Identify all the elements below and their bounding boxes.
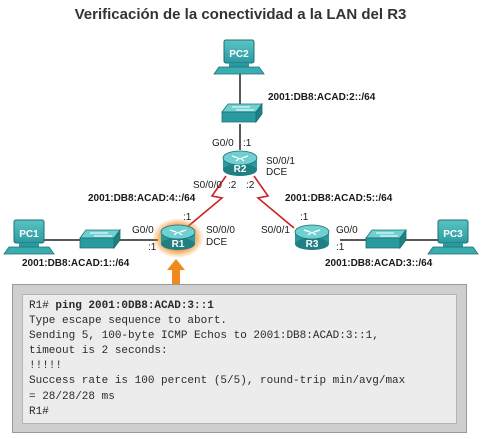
switch-lan3-icon — [365, 228, 407, 250]
r2-g00-host: :1 — [243, 138, 252, 149]
router-r3-icon[interactable]: R3 — [294, 224, 330, 250]
cli-console-output[interactable]: R1# ping 2001:0DB8:ACAD:3::1 Type escape… — [22, 294, 457, 424]
arrow-up-icon — [167, 259, 185, 284]
r3-s001-port: S0/0/1 — [261, 225, 290, 236]
diagram-title: Verificación de la conectividad a la LAN… — [74, 6, 407, 23]
pc3-icon[interactable]: PC3 — [427, 219, 479, 255]
r2-s001-dce: DCE — [266, 167, 287, 178]
pc2-label: PC2 — [229, 49, 249, 60]
r1-label: R1 — [172, 239, 185, 250]
r1-g00-host: :1 — [148, 242, 157, 253]
cli-console-panel: R1# ping 2001:0DB8:ACAD:3::1 Type escape… — [12, 284, 467, 433]
cli-response: Type escape sequence to abort. Sending 5… — [29, 315, 406, 418]
router-r2-icon[interactable]: R2 — [222, 150, 258, 176]
router-r1-icon[interactable]: R1 — [152, 218, 204, 258]
r2-s001-port: S0/0/1 — [266, 156, 295, 167]
r2-s001-host: :2 — [246, 180, 255, 191]
r2-g00-port: G0/0 — [212, 138, 234, 149]
network-topology: PC2 R2 PC1 R1 — [3, 39, 479, 284]
r2-s000-host: :2 — [228, 180, 237, 191]
network-label-lan2: 2001:DB8:ACAD:2::/64 — [268, 92, 376, 103]
r1-s000-dce: DCE — [206, 237, 227, 248]
pc1-icon[interactable]: PC1 — [3, 219, 55, 255]
network-label-lan3: 2001:DB8:ACAD:3::/64 — [325, 258, 433, 269]
pc1-label: PC1 — [19, 229, 39, 240]
pc2-icon[interactable]: PC2 — [213, 39, 265, 75]
cli-prompt: R1# — [29, 300, 56, 312]
r1-s000-host: :1 — [183, 212, 192, 223]
network-label-wan4: 2001:DB8:ACAD:4::/64 — [88, 193, 196, 204]
switch-lan1-icon — [79, 228, 121, 250]
r2-label: R2 — [234, 164, 247, 175]
network-label-lan1: 2001:DB8:ACAD:1::/64 — [22, 258, 130, 269]
r3-label: R3 — [306, 239, 319, 250]
serial-link-r1-r2 — [185, 175, 227, 229]
ethernet-links — [40, 72, 440, 241]
cli-command: ping 2001:0DB8:ACAD:3::1 — [55, 300, 214, 312]
r2-s000-port: S0/0/0 — [193, 180, 222, 191]
network-label-wan5: 2001:DB8:ACAD:5::/64 — [285, 193, 393, 204]
r3-s001-host: :1 — [300, 212, 309, 223]
pc3-label: PC3 — [443, 229, 463, 240]
serial-link-r2-r3 — [253, 175, 295, 229]
r3-g00-host: :1 — [336, 242, 345, 253]
r3-g00-port: G0/0 — [336, 225, 358, 236]
r1-g00-port: G0/0 — [132, 225, 154, 236]
switch-lan2-icon — [221, 102, 263, 124]
r1-s000-port: S0/0/0 — [206, 225, 235, 236]
